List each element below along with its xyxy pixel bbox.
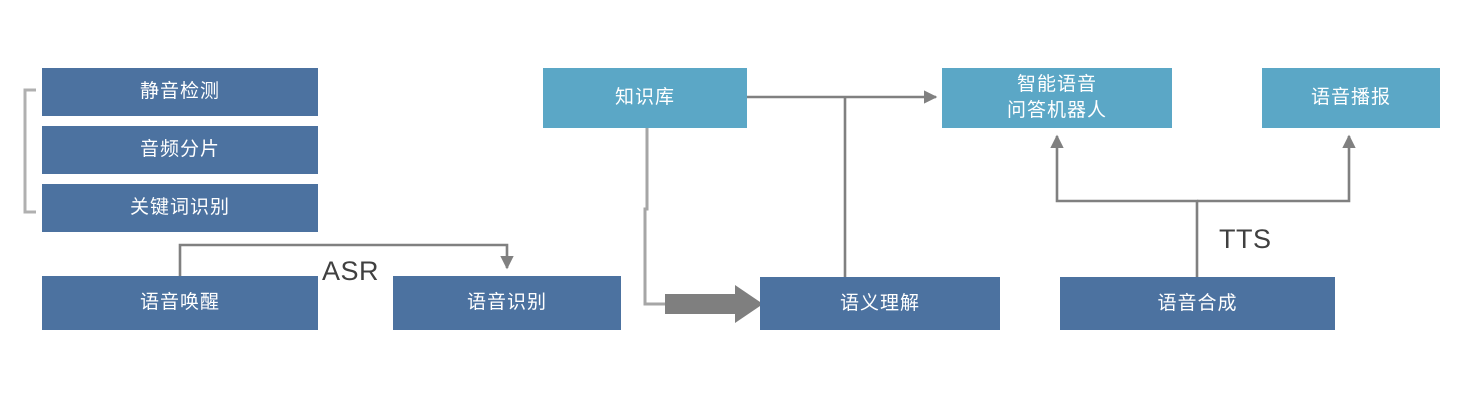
node-silence-detection[interactable]: 静音检测 [42,68,318,116]
node-speech-synthesis[interactable]: 语音合成 [1060,277,1335,330]
edge-label-asr: ASR [322,256,380,286]
edge-knowledgebase-to-semantic [643,128,672,306]
node-speech-recognition[interactable]: 语音识别 [393,276,621,330]
node-keyword-spotting[interactable]: 关键词识别 [42,184,318,232]
edge-synthesis-to-robot [1050,134,1199,277]
block-arrow-to-semantic [665,285,763,323]
node-knowledge-base[interactable]: 知识库 [543,68,747,128]
node-audio-slicing[interactable]: 音频分片 [42,126,318,174]
node-qa-robot[interactable]: 智能语音 问答机器人 [942,68,1172,128]
node-voice-wakeup[interactable]: 语音唤醒 [42,276,318,330]
group-bracket [23,88,36,214]
node-voice-broadcast[interactable]: 语音播报 [1262,68,1440,128]
edge-label-tts: TTS [1219,224,1272,254]
node-semantic-understanding[interactable]: 语义理解 [760,277,1000,330]
edge-synthesis-to-broadcast [1197,134,1356,203]
